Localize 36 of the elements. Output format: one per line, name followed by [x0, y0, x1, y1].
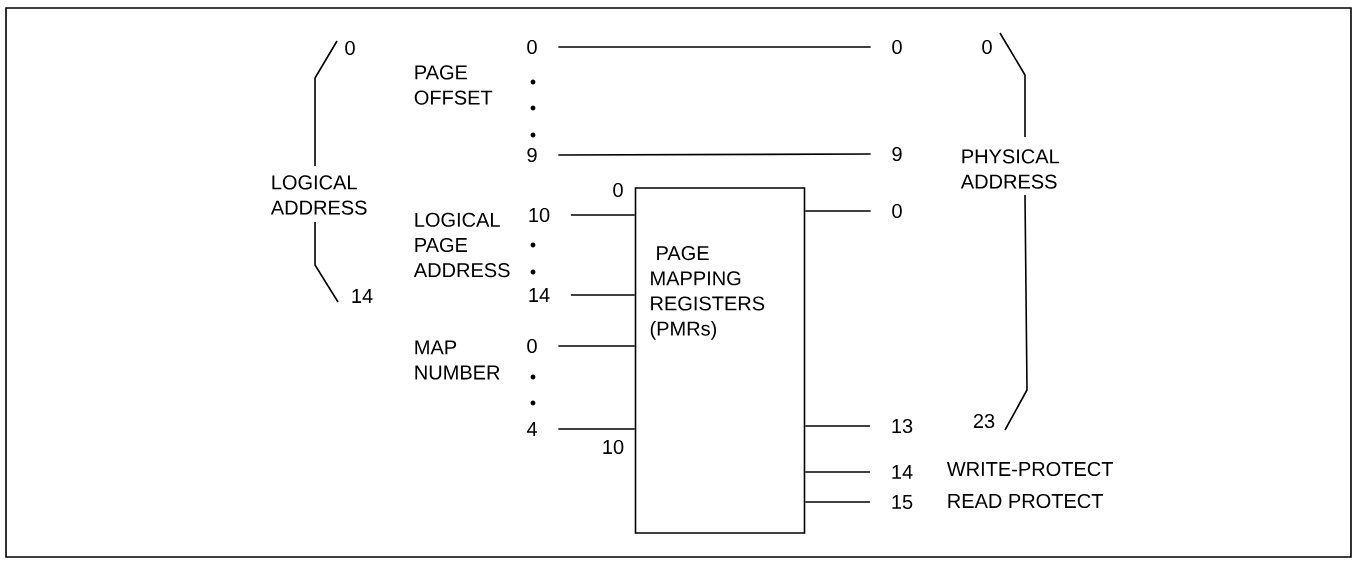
signal-line [570, 214, 636, 216]
signal-line [557, 428, 636, 430]
text-label: READ PROTECT [948, 493, 1103, 509]
text-label: 23 [973, 413, 995, 429]
signal-line [557, 345, 636, 347]
signal-line [804, 501, 871, 503]
text-label: 0 [982, 39, 992, 55]
signal-line [557, 46, 872, 48]
bit-number: 14 [529, 288, 550, 302]
bit-number: 0 [892, 203, 902, 219]
bit-number: 4 [526, 422, 537, 436]
signal-line [804, 210, 872, 212]
bit-number: 13 [892, 418, 913, 434]
text-label: PAGE OFFSET [414, 65, 493, 105]
bit-number: 9 [527, 147, 537, 163]
text-label: PHYSICAL ADDRESS [960, 149, 1060, 189]
text-label: WRITE-PROTECT [946, 461, 1113, 477]
bit-number: 10 [603, 439, 624, 455]
text-label: 0 [345, 40, 355, 56]
text-label: LOGICAL ADDRESS [270, 175, 367, 215]
signal-line [804, 425, 871, 427]
text-label: LOGICAL PAGE ADDRESS [413, 212, 510, 278]
register-box: PAGE MAPPING REGISTERS (PMRs) [634, 187, 806, 534]
bit-number: 0 [892, 39, 902, 55]
bit-number: 0 [527, 39, 537, 55]
bit-number: 10 [529, 207, 550, 223]
bit-number: 0 [527, 338, 537, 354]
signal-line [557, 153, 872, 156]
bit-number: 15 [892, 495, 913, 509]
text-label: 14 [352, 289, 373, 303]
text-label: MAP NUMBER [415, 340, 500, 380]
signal-line [570, 294, 636, 296]
signal-line [804, 471, 871, 473]
bit-number: 0 [613, 182, 623, 198]
bit-number: 9 [892, 146, 902, 162]
bit-number: 14 [892, 465, 913, 479]
